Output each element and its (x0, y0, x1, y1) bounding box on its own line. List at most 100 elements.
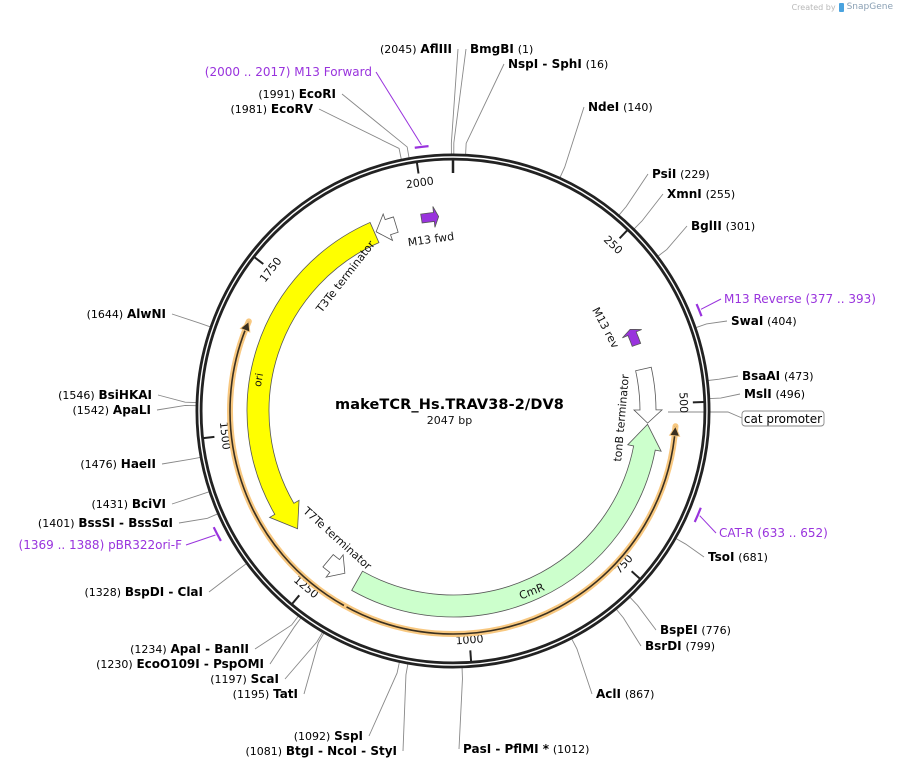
enzyme-label: NdeI (140) (588, 100, 653, 114)
enzyme-label: (1431) BciVI (91, 497, 166, 511)
primer-label: (2000 .. 2017) M13 Forward (205, 65, 372, 79)
cat-promoter-label: cat promoter (744, 412, 822, 426)
enzyme-label: XmnI (255) (667, 187, 735, 201)
feature-t7te-terminator-arrow (322, 553, 346, 578)
enzyme-leader (208, 563, 247, 593)
primer-label: CAT-R (633 .. 652) (719, 526, 828, 540)
primer-site-mark (414, 145, 429, 149)
enzyme-leader (171, 491, 210, 505)
enzyme-leader (161, 457, 201, 465)
enzyme-label: BsaAI (473) (742, 369, 814, 383)
feature-tonb-terminator-arrow (633, 366, 664, 424)
feature-m13-fwd-arrow (420, 206, 440, 228)
primer-site-mark (695, 303, 703, 317)
primer-leader (375, 71, 422, 146)
primer-leader (699, 515, 717, 534)
enzyme-leader (254, 615, 299, 650)
feature-m13rev-label: M13 rev (589, 305, 622, 351)
enzyme-leader (450, 48, 459, 155)
enzyme-label: (1542) ApaLI (73, 403, 152, 417)
feature-ori-arrow (246, 221, 380, 530)
enzyme-label: (1197) ScaI (210, 672, 279, 686)
enzyme-leader (157, 394, 197, 403)
promoter-leader (668, 411, 743, 419)
enzyme-leader (618, 173, 649, 216)
enzyme-label: BsrDI (799) (645, 639, 715, 653)
enzyme-leader (284, 632, 323, 680)
enzyme-label: MslI (496) (744, 387, 805, 401)
primer-label: (1369 .. 1388) pBR322ori-F (19, 538, 183, 552)
leader-lines (156, 48, 743, 752)
tick-mark (203, 435, 215, 440)
enzyme-leader (657, 225, 688, 257)
enzyme-leader (178, 513, 218, 524)
enzyme-leader (675, 538, 705, 558)
orf-arcs (227, 318, 681, 637)
snapgene-logo-icon (838, 2, 844, 12)
enzyme-leader (318, 108, 402, 160)
tick-label: 1750 (257, 255, 284, 285)
backbone-gap (198, 156, 708, 666)
enzyme-label: (1546) BsiHKAI (58, 388, 152, 402)
primer-site-mark (693, 507, 702, 523)
enzyme-label: (1195) TatI (233, 687, 298, 701)
enzyme-label: (1476) HaeII (80, 457, 156, 471)
enzyme-label: (1230) EcoO109I - PspOMI (96, 657, 264, 671)
primer-site-mark (212, 526, 222, 542)
enzyme-leader (171, 313, 211, 328)
tick-mark (291, 594, 301, 605)
enzyme-leader (465, 63, 505, 155)
enzyme-label: BspEI (776) (660, 623, 731, 637)
enzyme-leader (341, 93, 410, 158)
enzyme-leader (303, 632, 325, 695)
feature-m13-rev-arrow (622, 328, 642, 347)
tick-mark (415, 162, 420, 174)
primer-leader (700, 298, 722, 310)
enzyme-leader (708, 375, 739, 381)
enzyme-leader (453, 48, 467, 155)
enzyme-label: SwaI (404) (731, 314, 797, 328)
enzyme-leader (559, 106, 585, 178)
enzyme-leader (709, 393, 741, 400)
enzyme-label: (1234) ApaI - BanII (130, 642, 249, 656)
enzyme-leader (629, 597, 657, 631)
plasmid-name: makeTCR_Hs.TRAV38-2/DV8 (335, 397, 564, 413)
plasmid-backbone (195, 153, 711, 669)
enzyme-label: TsoI (681) (708, 550, 768, 564)
enzyme-leader (156, 404, 197, 411)
enzyme-label: AclI (867) (596, 687, 654, 701)
plasmid-title-block: makeTCR_Hs.TRAV38-2/DV8 2047 bp (0, 397, 899, 427)
primer-label: M13 Reverse (377 .. 393) (724, 292, 876, 306)
enzyme-leader (458, 667, 463, 750)
tick-mark (630, 570, 641, 580)
enzyme-label: PasI - PflMI * (1012) (463, 742, 589, 756)
feature-m13fwd-label: M13 fwd (407, 230, 455, 249)
enzyme-label: (1644) AlwNI (87, 307, 166, 321)
enzyme-label: (1092) SspI (294, 729, 363, 743)
snapgene-credit: Created by SnapGene (792, 2, 893, 12)
enzyme-label: BglII (301) (691, 219, 755, 233)
plasmid-length: 2047 bp (426, 414, 473, 427)
tick-label: 2000 (405, 174, 435, 191)
primer-leader (185, 534, 216, 546)
orf-arrowhead (668, 425, 681, 437)
tick-mark (469, 650, 473, 662)
enzyme-label: (1991) EcoRI (258, 87, 336, 101)
enzyme-label: (2045) AflIII (380, 42, 452, 56)
primer-marks (185, 71, 722, 546)
enzyme-label: (1328) BspDI - ClaI (84, 585, 203, 599)
enzyme-leader (269, 617, 302, 665)
enzyme-label: (1081) BtgI - NcoI - StyI (245, 744, 397, 758)
enzyme-label: NspI - SphI (16) (508, 57, 608, 71)
cat-promoter-box (741, 410, 825, 427)
enzyme-leader (368, 662, 400, 737)
enzyme-leader (402, 663, 409, 752)
enzyme-leader (616, 609, 642, 647)
feature-ori-label: ori (252, 372, 266, 388)
credit-prefix: Created by (791, 2, 836, 12)
tick-label: 500 (676, 392, 690, 413)
credit-brand: SnapGene (846, 2, 893, 12)
orf-line (229, 321, 345, 607)
